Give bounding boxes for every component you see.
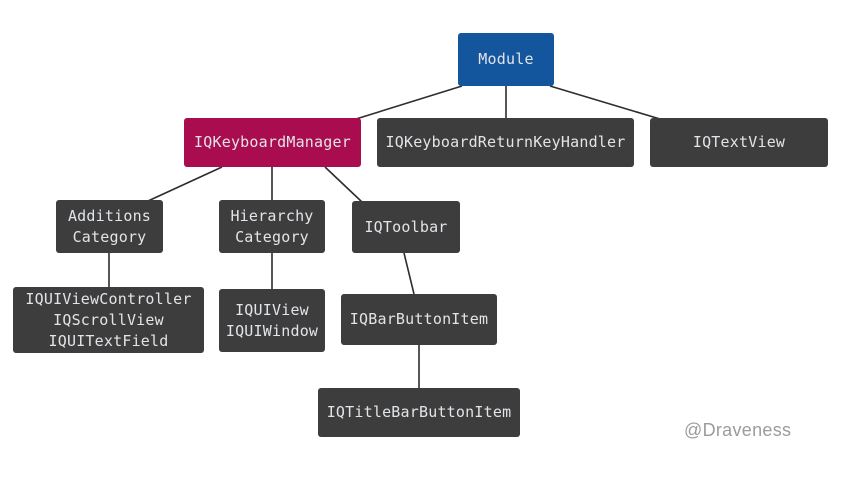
node-module-label: Module <box>478 50 534 68</box>
node-hierarchy-category-line: Hierarchy <box>230 206 314 225</box>
node-additions-classes-line: IQUITextField <box>48 331 169 350</box>
node-additions-classes-line: IQUIViewController <box>25 289 192 308</box>
node-iq-title-bar-button-item: IQTitleBarButtonItem <box>318 388 520 437</box>
edge-iqtoolbar-to-iqbarbuttonitem <box>403 252 415 295</box>
node-iq-text-view: IQTextView <box>650 118 828 167</box>
node-iq-keyboard-manager-label: IQKeyboardManager <box>194 133 351 151</box>
edge-module-to-iqkeyboardmanager <box>355 85 463 120</box>
node-iq-keyboard-return-key-handler-label: IQKeyboardReturnKeyHandler <box>385 133 626 151</box>
node-iq-keyboard-manager: IQKeyboardManager <box>184 118 361 167</box>
node-iq-bar-button-item-label: IQBarButtonItem <box>349 310 489 328</box>
node-hierarchy-category: Hierarchy Category <box>219 200 325 253</box>
node-iq-toolbar: IQToolbar <box>352 201 460 253</box>
node-hierarchy-classes: IQUIView IQUIWindow <box>219 289 325 352</box>
node-iq-bar-button-item: IQBarButtonItem <box>341 294 497 345</box>
node-additions-category-line: Category <box>72 227 147 246</box>
edge-iqkeyboardmanager-to-iqtoolbar <box>324 166 363 203</box>
edge-module-to-iqtextview <box>549 85 661 120</box>
node-additions-classes: IQUIViewController IQScrollView IQUIText… <box>13 287 204 353</box>
node-hierarchy-classes-line: IQUIWindow <box>225 321 319 340</box>
node-hierarchy-category-line: Category <box>235 227 309 246</box>
node-hierarchy-classes-line: IQUIView <box>235 300 309 319</box>
node-module: Module <box>458 33 554 86</box>
node-additions-category-line: Additions <box>67 206 152 225</box>
node-iq-keyboard-return-key-handler: IQKeyboardReturnKeyHandler <box>377 118 634 167</box>
node-iq-text-view-label: IQTextView <box>692 133 786 151</box>
watermark-credit: @Draveness <box>684 420 792 440</box>
node-iq-toolbar-label: IQToolbar <box>364 217 448 236</box>
node-additions-classes-line: IQScrollView <box>53 310 164 329</box>
node-additions-category: Additions Category <box>56 200 163 253</box>
edge-iqkeyboardmanager-to-additions-category <box>147 166 223 202</box>
node-iq-title-bar-button-item-label: IQTitleBarButtonItem <box>326 403 512 421</box>
